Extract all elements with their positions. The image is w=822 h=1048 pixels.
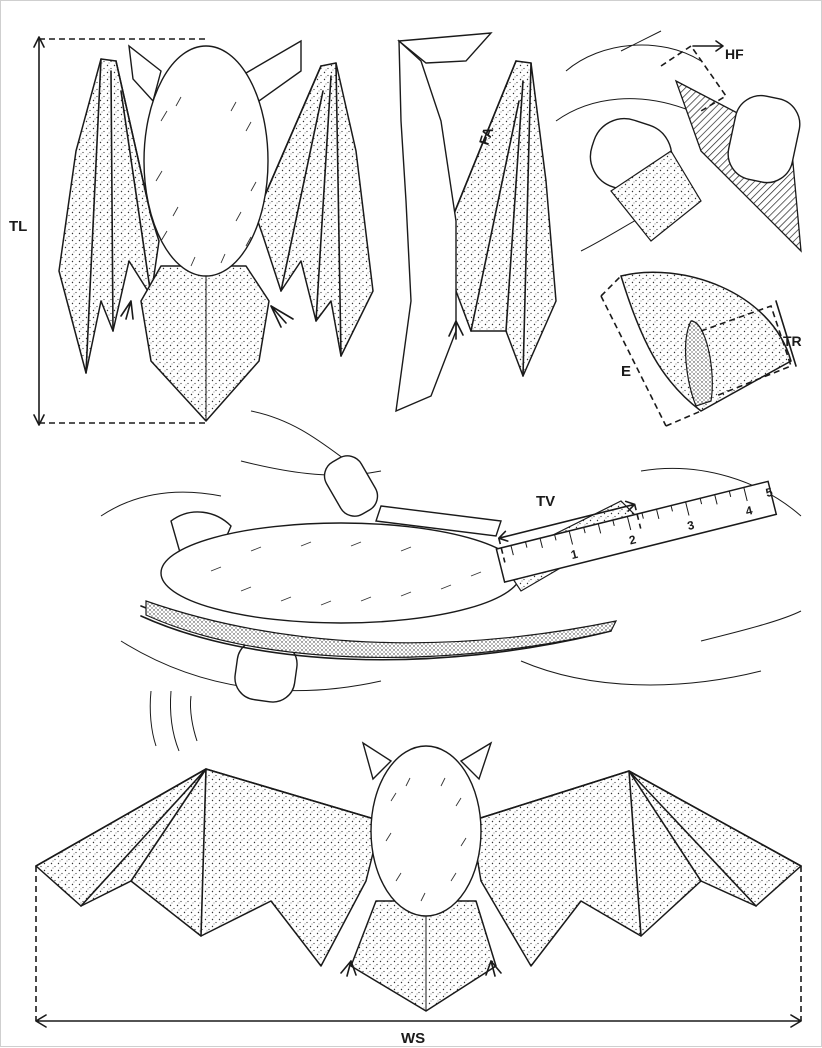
pinching-finger (319, 450, 384, 522)
ruler: 1 2 3 4 5 (493, 466, 778, 582)
ear-tragus-view: E TR (601, 272, 802, 426)
ws-body (371, 746, 481, 916)
hind-foot-view: HF (556, 31, 805, 251)
ws-label: WS (401, 1030, 425, 1047)
tl-label: TL (9, 218, 27, 235)
e-label: E (621, 363, 631, 380)
fingerprint-lines (150, 691, 197, 751)
tr-label: TR (783, 333, 802, 349)
hf-label: HF (725, 46, 744, 62)
side-view-tail-vertebrae: 1 2 3 4 5 TV (101, 411, 801, 751)
forearm-body-profile (396, 41, 456, 411)
wingspan-view: WS (36, 743, 801, 1047)
side-body (161, 523, 521, 623)
dorsal-tail-membrane (141, 266, 269, 421)
dorsal-view-total-length: TL (9, 37, 373, 425)
tv-label: TV (536, 493, 555, 510)
dorsal-body (144, 46, 268, 276)
ws-dimension-line (36, 1015, 801, 1027)
ws-tail-membrane (351, 901, 496, 1011)
dorsal-left-wing (59, 59, 159, 373)
ws-left-wing (36, 769, 381, 966)
hf-arrow (693, 41, 723, 51)
forearm-view: FA (396, 33, 556, 411)
forearm-wing (451, 61, 556, 376)
